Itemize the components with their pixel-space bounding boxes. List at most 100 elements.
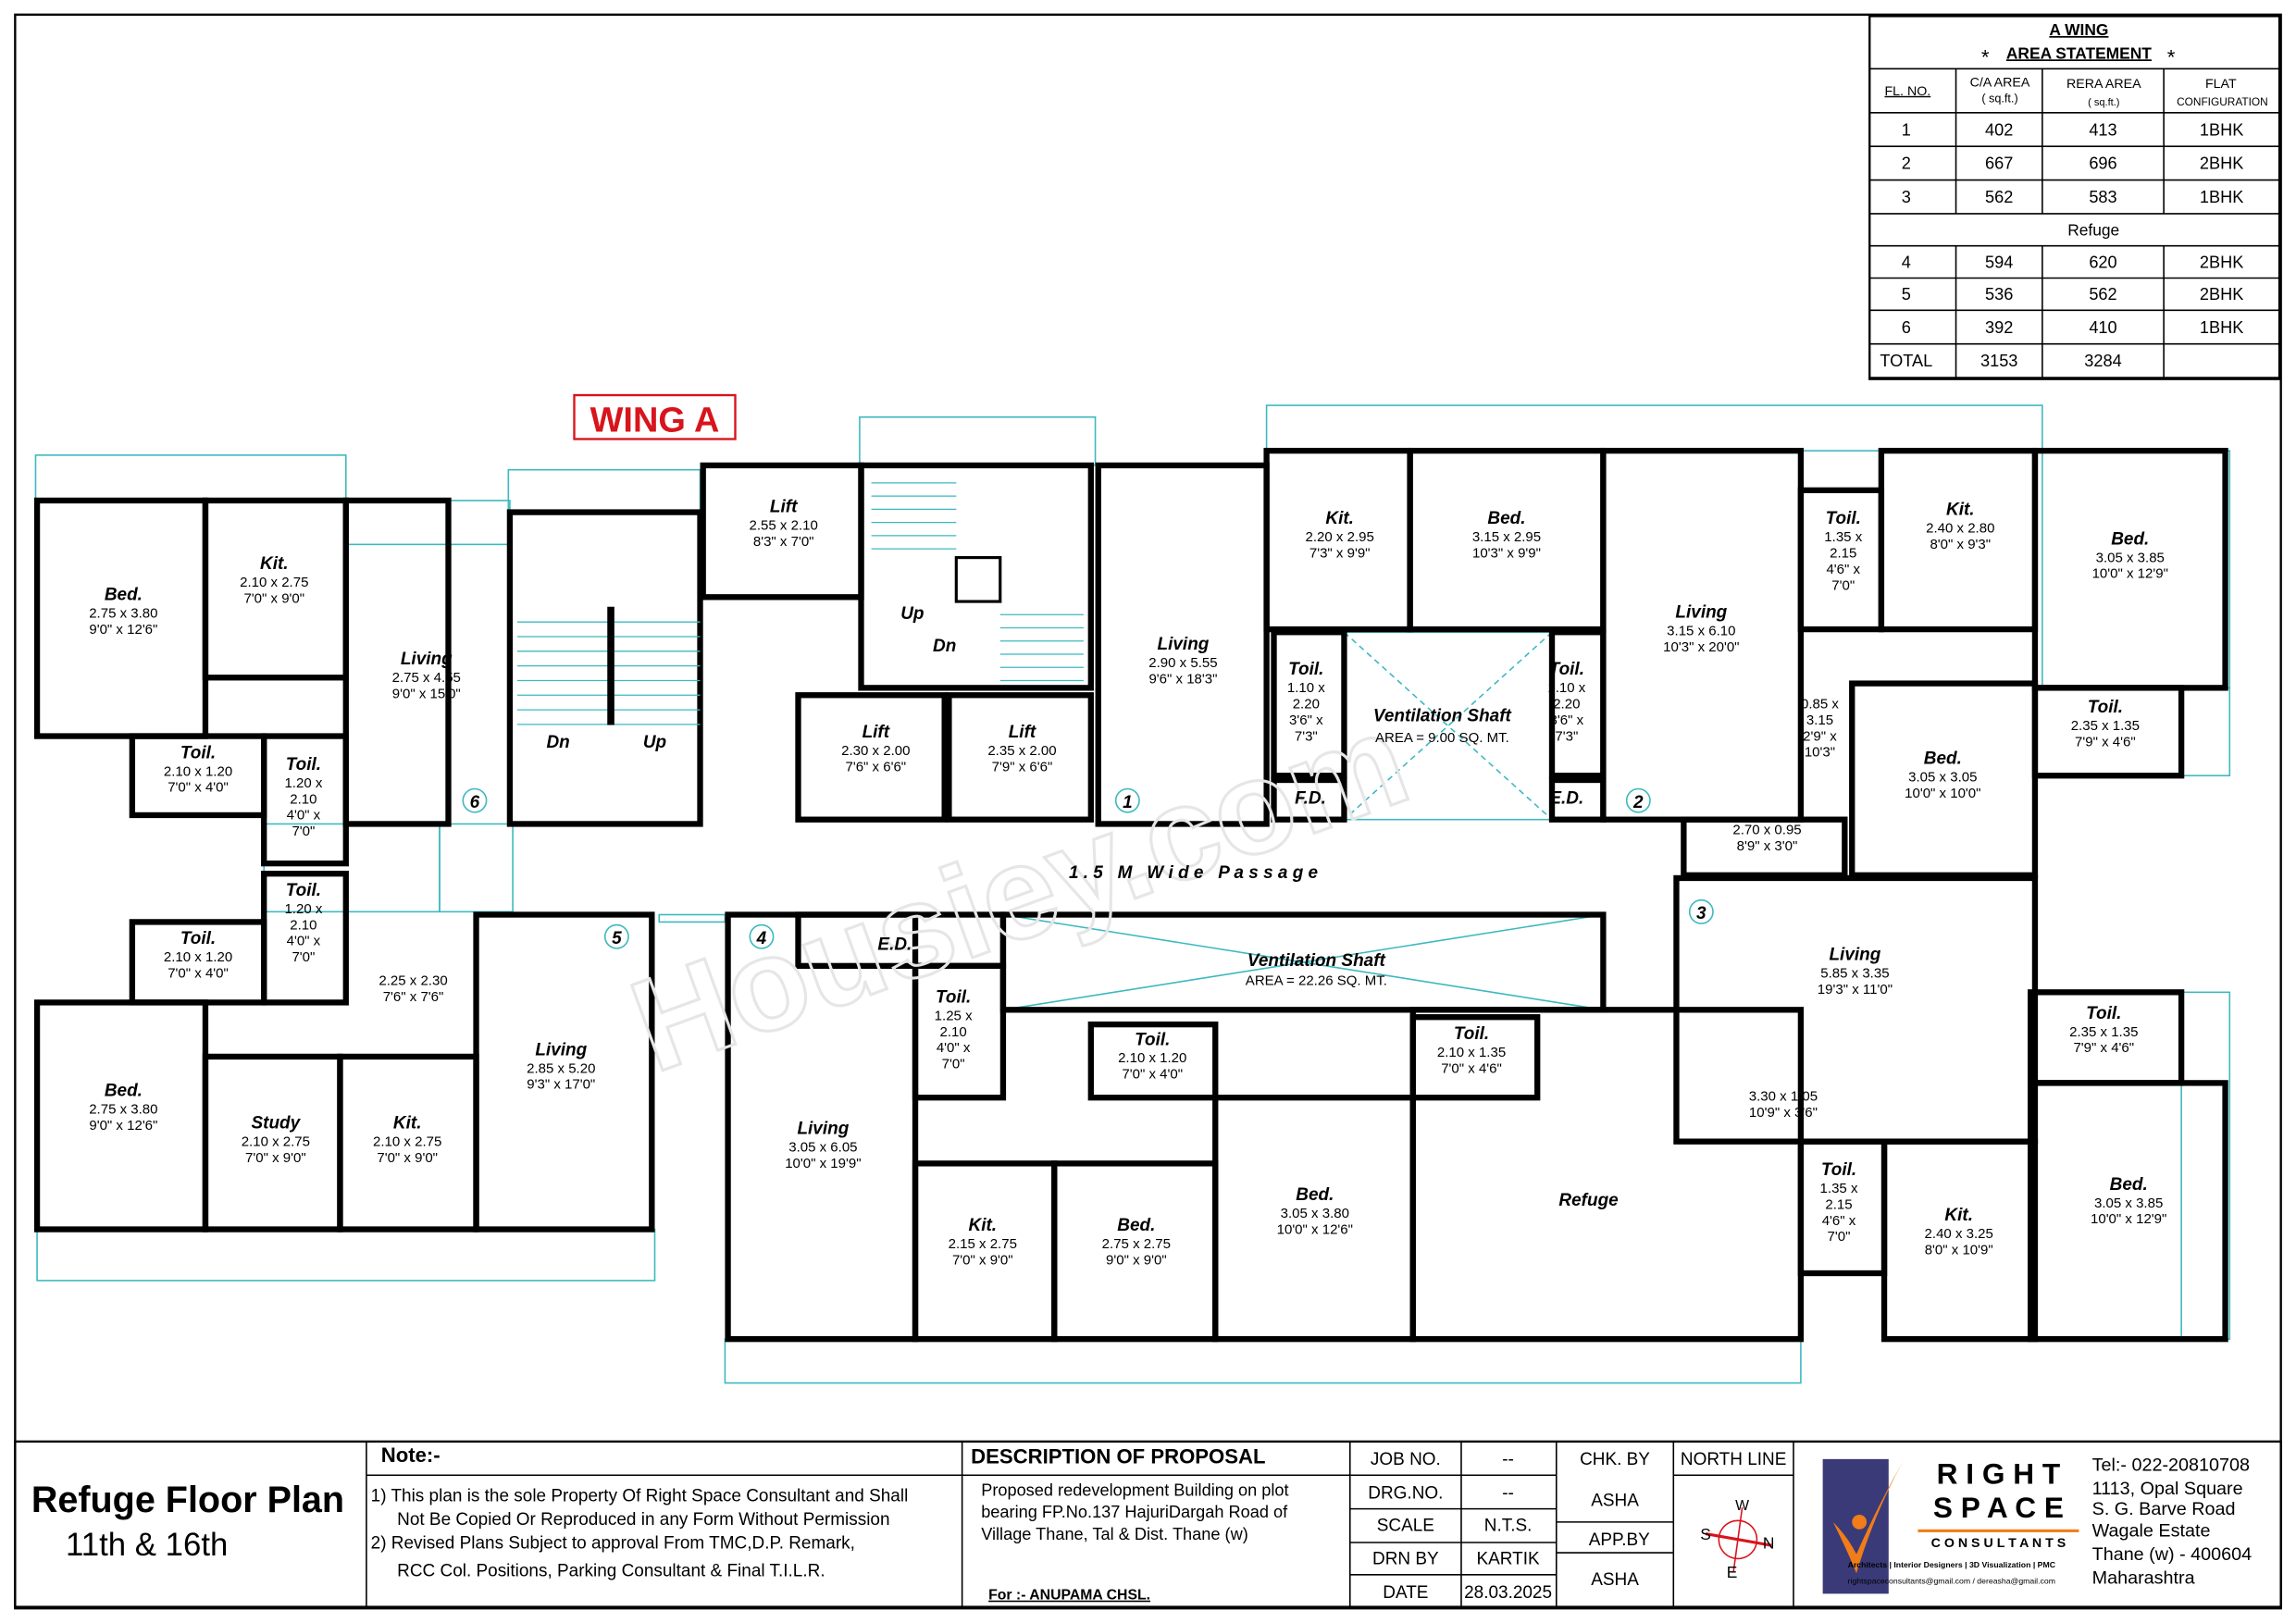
table-cell: 536 <box>1985 285 2013 304</box>
room-dimension: 2.70 x 0.95 <box>1732 823 1801 838</box>
room-label: Bed.2.75 x 3.809'0" x 12'6" <box>89 585 157 637</box>
wall <box>1271 776 1347 823</box>
room-dimension: 2.10 x 2.75 <box>242 1134 310 1149</box>
plan-title: Refuge Floor Plan <box>31 1480 344 1520</box>
room-dimension: 7'0" x 4'0" <box>168 780 229 796</box>
chk-by-value: ASHA <box>1591 1491 1639 1510</box>
room-dimension: 2.20 x 2.95 <box>1306 529 1374 545</box>
room-label: Kit.2.20 x 2.957'3" x 9'9" <box>1306 509 1374 561</box>
room-dimension: 2.75 x 3.80 <box>89 605 157 621</box>
room-dimension: 3.15 x 6.10 <box>1667 623 1735 638</box>
outline-line <box>2180 687 2231 777</box>
shaft-cross <box>1343 631 1553 821</box>
ventilation-shaft-area: AREA = 22.26 SQ. MT. <box>1246 973 1387 988</box>
room-dimension: 2.15 <box>1830 546 1856 562</box>
outline-line <box>859 415 1097 466</box>
wall <box>1409 1014 1541 1101</box>
logo-dot-icon <box>1852 1514 1868 1530</box>
room-dimension: 2.10 x 1.20 <box>1118 1050 1186 1066</box>
flat-marker-circle <box>1114 787 1140 813</box>
wall <box>1095 462 1270 827</box>
room-label: Toil.1.10 x2.203'6" x7'3" <box>1547 660 1585 744</box>
room-dimension: 10'0" x 19'9" <box>785 1156 861 1171</box>
table-cell: 4 <box>1902 253 1911 271</box>
table-cell: 667 <box>1985 155 2013 173</box>
room-label: Toil.2.10 x 1.207'0" x 4'0" <box>164 743 232 795</box>
room-dimension: 1.10 x <box>1547 680 1585 696</box>
flat-marker-number: 1 <box>1123 793 1133 812</box>
room-dimension: 2.10 x 2.75 <box>373 1134 441 1149</box>
title-field-label: DATE <box>1383 1583 1428 1603</box>
table-cell: 2BHK <box>2200 253 2243 271</box>
room-name: Toil. <box>286 881 321 900</box>
duct-label: E.D. <box>877 935 912 954</box>
plan-floors: 11th & 16th <box>66 1528 228 1563</box>
flat-marker-circle <box>462 787 488 813</box>
star-mark: * <box>1981 46 1990 69</box>
room-dimension: 2.35 x 1.35 <box>2069 1024 2138 1040</box>
table-cell: 6 <box>1902 318 1911 337</box>
room-label: Toil.2.35 x 1.357'9" x 4'6" <box>2071 698 2140 750</box>
note-line: 1) This plan is the sole Property Of Rig… <box>371 1487 909 1506</box>
header-rera-unit: ( sq.ft.) <box>2088 97 2119 108</box>
room-name: Lift <box>1009 723 1036 742</box>
title-field-label: JOB NO. <box>1371 1450 1441 1469</box>
table-cell: 3 <box>1902 188 1911 206</box>
compass-s: S <box>1700 1525 1711 1543</box>
room-dimension: 1.20 x <box>284 775 322 791</box>
contact-line: S. G. Barve Road <box>2092 1499 2236 1519</box>
room-label: 2.25 x 2.307'6" x 7'6" <box>379 973 447 1004</box>
room-label: Kit.2.10 x 2.757'0" x 9'0" <box>373 1113 441 1165</box>
room-dimension: 7'0" x 9'0" <box>377 1150 438 1166</box>
room-label: Toil.2.10 x 1.207'0" x 4'0" <box>1118 1030 1186 1082</box>
compass-ring <box>1718 1519 1758 1560</box>
chk-by-label: CHK. BY <box>1580 1450 1650 1469</box>
table-border <box>1868 15 2281 380</box>
wall <box>1271 629 1347 779</box>
room-dimension: 8'0" x 9'3" <box>1930 537 1991 552</box>
table-cell: 3284 <box>2084 352 2121 370</box>
table-cell: 2 <box>1902 155 1911 173</box>
wall <box>506 509 703 827</box>
room-name: Toil. <box>2086 1004 2121 1023</box>
logo-text-space: S P A C E <box>1933 1491 2064 1524</box>
room-dimension: 2.20 <box>1553 696 1580 712</box>
logo-emails: rightspaceconsultants@gmail.com / dereas… <box>1848 1576 2055 1585</box>
description-line: Proposed redevelopment Building on plot <box>981 1481 1288 1499</box>
table-subtitle: AREA STATEMENT <box>2006 43 2152 62</box>
room-dimension: 4'0" x <box>287 934 321 949</box>
room-dimension: 1.25 x <box>935 1008 973 1023</box>
room-dimension: 2.15 x 2.75 <box>949 1236 1017 1252</box>
room-dimension: 2.20 <box>1293 696 1320 712</box>
table-cell: 696 <box>2089 155 2116 173</box>
room-label: Bed.2.75 x 2.759'0" x 9'0" <box>1102 1216 1171 1268</box>
room-dimension: 10'3" x 9'9" <box>1472 546 1541 562</box>
room-dimension: 7'0" x 9'0" <box>243 591 304 607</box>
logo-check-icon <box>1832 1460 1904 1574</box>
app-by-label: APP.BY <box>1589 1530 1650 1550</box>
room-dimension: 1.20 x <box>284 901 322 917</box>
room-dimension: 2.10 <box>290 917 316 933</box>
room-dimension: 7'6" x 7'6" <box>383 989 444 1005</box>
room-dimension: 2.90 x 5.55 <box>1148 655 1217 671</box>
room-dimension: 7'6" x 6'6" <box>845 760 906 775</box>
room-dimension: 7'0" <box>1828 1229 1851 1245</box>
stair-divider <box>607 606 614 725</box>
title-field-label: SCALE <box>1377 1516 1434 1535</box>
room-dimension: 7'0" <box>292 949 315 965</box>
note-line: RCC Col. Positions, Parking Consultant &… <box>397 1561 825 1580</box>
room-name: Bed. <box>1924 750 1962 769</box>
contact-line: Maharashtra <box>2092 1567 2195 1588</box>
title-block-border <box>14 1440 2282 1608</box>
stair-up-label: Up <box>643 733 666 752</box>
logo-text-consultants: C O N S U L T A N T S <box>1931 1536 2066 1551</box>
room-dimension: 2.10 x 1.35 <box>1437 1045 1506 1060</box>
